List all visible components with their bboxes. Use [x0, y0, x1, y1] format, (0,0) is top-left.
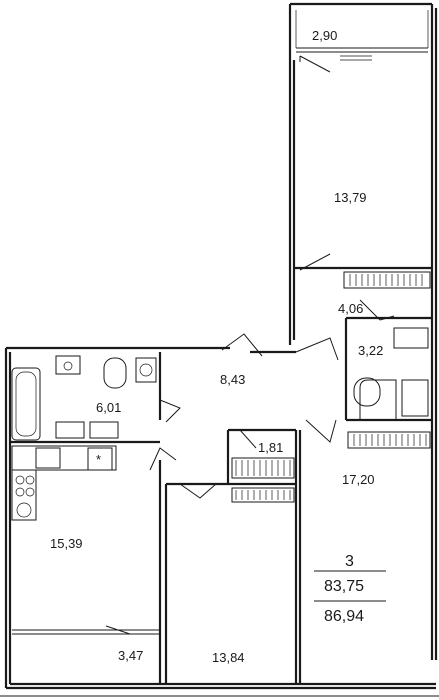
room-area-bathroom-left: 6,01 [96, 400, 121, 415]
balcony-top [295, 10, 429, 73]
room-area-corridor-small: 4,06 [338, 301, 363, 316]
summary-area-living: 83,75 [324, 578, 364, 595]
balcony-bottom [12, 625, 160, 635]
room-area-hall: 8,43 [220, 372, 245, 387]
room-area-kitchen: 15,39 [50, 536, 83, 551]
summary-area-total: 86,94 [324, 608, 364, 625]
summary-room-count: 3 [345, 553, 354, 570]
svg-text:*: * [96, 452, 101, 467]
interior-walls [10, 253, 432, 684]
kitchen-fixtures: * [11, 445, 117, 521]
room-area-balcony-top: 2,90 [312, 28, 337, 43]
room-area-closet: 1,81 [258, 440, 283, 455]
room-area-bathroom-right: 3,22 [358, 343, 383, 358]
bathroom-left-fixtures [11, 355, 157, 441]
room-area-bedroom-bottom: 13,84 [212, 650, 245, 665]
room-area-bedroom-top: 13,79 [334, 190, 367, 205]
bathroom-right-fixtures [353, 327, 429, 420]
room-area-balcony-bottom: 3,47 [118, 648, 143, 663]
room-area-living-room: 17,20 [342, 472, 375, 487]
